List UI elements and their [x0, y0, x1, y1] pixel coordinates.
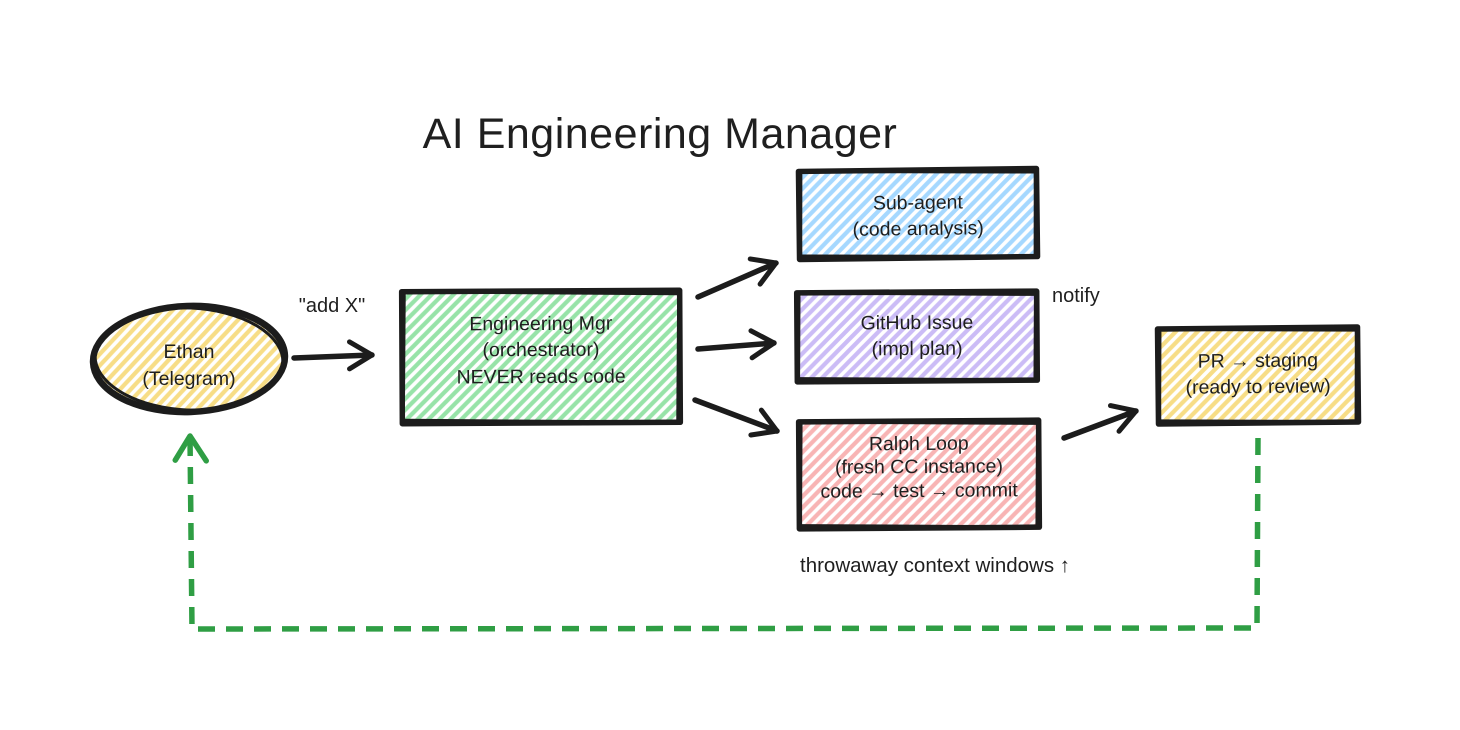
feedback-loop-arrow [172, 433, 1261, 632]
pr-staging-label-line2: (ready to review) [1185, 375, 1330, 399]
diagram-title: AI Engineering Manager [423, 110, 898, 158]
node-ethan: Ethan (Telegram) [89, 302, 289, 416]
notify-label: notify [1052, 285, 1100, 307]
arrow-mgr-to-github [695, 328, 777, 361]
engineering-mgr-label-line3: NEVER reads code [457, 366, 626, 389]
node-github-issue: GitHub Issue (impl plan) [793, 288, 1041, 385]
feedback-loop-path [172, 433, 1261, 632]
sub-agent-label-line2: (code analysis) [852, 217, 983, 241]
engineering-mgr-label-line1: Engineering Mgr [469, 313, 613, 336]
ethan-ellipse-sketch-echo [93, 306, 285, 412]
add-x-label: "add X" [299, 295, 365, 317]
node-engineering-mgr: Engineering Mgr (orchestrator) NEVER rea… [398, 287, 684, 427]
ethan-label-line2: (Telegram) [142, 368, 235, 390]
engineering-mgr-box-sketch-echo [402, 290, 680, 424]
sub-agent-box-sketch-echo [799, 170, 1037, 258]
sub-agent-label-line1: Sub-agent [873, 191, 964, 214]
engineering-mgr-label-line2: (orchestrator) [482, 339, 599, 362]
pr-staging-label-line1: PR → staging [1198, 349, 1319, 372]
ralph-loop-box [795, 417, 1043, 532]
pr-staging-box [1154, 324, 1362, 427]
ralph-loop-label-line2: (fresh CC instance) [835, 455, 1003, 478]
ralph-loop-label-line1: Ralph Loop [869, 433, 969, 456]
github-issue-box [793, 288, 1041, 385]
arrow-mgr-to-subagent [695, 256, 779, 300]
arrow-ethan-to-mgr [291, 339, 375, 372]
ralph-loop-label-line3: code → test → commit [820, 479, 1018, 502]
node-sub-agent: Sub-agent (code analysis) [795, 165, 1041, 263]
ralph-loop-box-sketch-echo [799, 421, 1039, 528]
engineering-mgr-box [398, 287, 684, 427]
throwaway-note-label: throwaway context windows ↑ [800, 554, 1070, 577]
sub-agent-box [795, 165, 1041, 263]
github-issue-label-line1: GitHub Issue [860, 312, 973, 335]
github-issue-label-line2: (impl plan) [871, 338, 962, 361]
pr-staging-box-sketch-echo [1158, 328, 1358, 423]
arrow-mgr-to-ralph [692, 397, 780, 438]
node-pr-staging: PR → staging (ready to review) [1154, 324, 1362, 427]
github-issue-box-sketch-echo [797, 292, 1037, 381]
ethan-ellipse [89, 302, 289, 416]
ethan-label-line1: Ethan [164, 341, 215, 363]
node-ralph-loop: Ralph Loop (fresh CC instance) code → te… [795, 417, 1043, 532]
arrow-ralph-to-pr [1061, 403, 1139, 441]
